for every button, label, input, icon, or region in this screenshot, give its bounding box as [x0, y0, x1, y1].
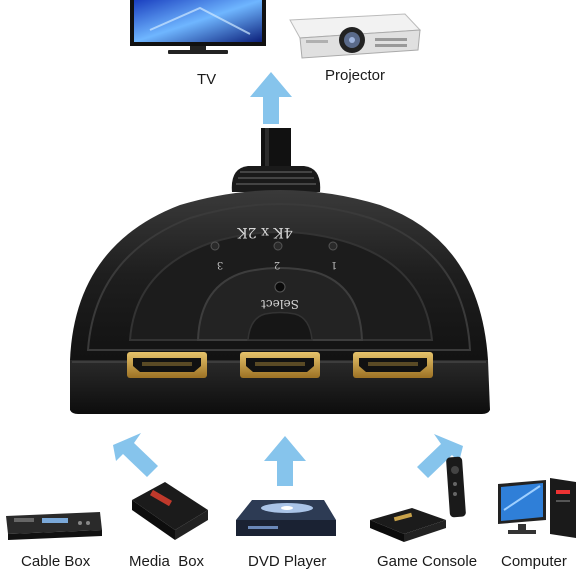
input-label-computer: Computer — [501, 553, 567, 570]
tv-icon — [130, 0, 266, 54]
select-label: Select — [261, 297, 299, 311]
game-console-icon — [370, 456, 466, 542]
input-label-cable-box: Cable Box — [21, 553, 91, 570]
output-label-tv: TV — [197, 71, 217, 88]
port-number-labels: 3 2 1 — [217, 259, 337, 270]
media-box-icon — [132, 482, 208, 540]
input-label-media-box: Media Box — [129, 553, 205, 570]
svg-text:Select: Select — [261, 297, 299, 311]
input-label-game-console: Game Console — [377, 553, 478, 570]
cable-strain-relief — [231, 166, 321, 192]
svg-text:3: 3 — [217, 259, 223, 270]
projector-icon — [289, 13, 422, 59]
hdmi-port-1 — [127, 352, 207, 378]
input-arrow-right — [417, 434, 463, 478]
hdmi-port-3 — [353, 352, 433, 378]
dvd-player-icon — [236, 500, 336, 536]
input-arrow-left — [113, 433, 158, 477]
svg-text:2: 2 — [274, 259, 280, 270]
computer-icon — [498, 478, 576, 538]
svg-text:4K x 2K: 4K x 2K — [237, 224, 293, 240]
resolution-label: 4K x 2K — [237, 224, 293, 240]
switch-body — [70, 190, 490, 414]
hdmi-port-2 — [240, 352, 320, 378]
cable-box-icon — [6, 512, 102, 540]
svg-text:1: 1 — [331, 259, 337, 270]
output-arrow-tv — [250, 72, 292, 124]
output-label-projector: Projector — [325, 67, 386, 84]
input-arrow-center — [264, 436, 306, 486]
hdmi-cable — [261, 128, 291, 168]
input-label-dvd-player: DVD Player — [248, 553, 327, 570]
